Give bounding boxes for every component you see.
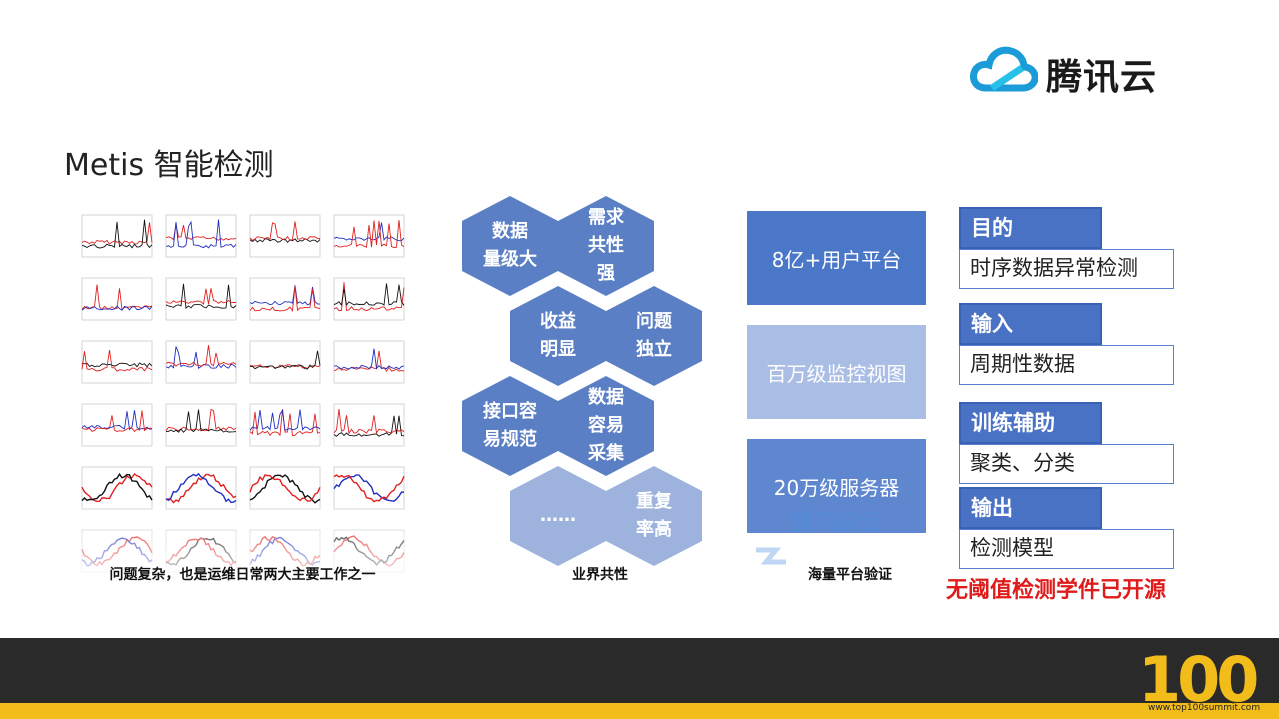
purpose-heading: 目的 xyxy=(959,207,1102,249)
hex-more: …… xyxy=(510,466,606,566)
hex-interface-standard: 接口容 易规范 xyxy=(462,376,558,476)
purpose-value: 时序数据异常检测 xyxy=(959,249,1174,289)
thumbnail-series-line xyxy=(333,283,405,307)
thumbnail-series-line xyxy=(165,283,237,310)
watermark-logo: 腾讯织云 xyxy=(752,500,892,570)
thumbnail-frame xyxy=(333,466,405,510)
input-heading: 输入 xyxy=(959,303,1102,345)
thumbnail-series-line xyxy=(165,219,237,249)
thumbnail-series-line xyxy=(249,474,321,504)
thumbnail-series-line xyxy=(81,410,153,431)
thumbnail-series-line xyxy=(333,415,405,437)
thumbnail-series-line xyxy=(333,219,405,248)
thumbnail-series-line xyxy=(333,474,405,503)
logo-text: 腾讯云 xyxy=(1046,57,1158,98)
hex-high-repetition: 重复 率高 xyxy=(606,466,702,566)
thumbnail-series-line xyxy=(249,350,321,370)
thumbnail-frame xyxy=(249,277,321,321)
tencent-cloud-logo: 腾讯云 xyxy=(970,40,1170,100)
thumbnail-frame xyxy=(249,466,321,510)
thumbnail-series-line xyxy=(81,305,153,311)
hex-clear-benefit: 收益 明显 xyxy=(510,286,606,386)
platform-views-box: 百万级监控视图 xyxy=(747,325,926,419)
thumbnail-series-line xyxy=(333,348,405,370)
platform-caption: 海量平台验证 xyxy=(808,567,892,583)
thumbnail-frame xyxy=(165,466,237,510)
thumbnail-series-line xyxy=(249,286,321,313)
thumbnail-frame xyxy=(249,214,321,258)
platform-servers-box: 20万级服务器 xyxy=(747,439,926,533)
thumbnail-frame xyxy=(249,403,321,447)
thumbnail-frame xyxy=(165,214,237,258)
input-value: 周期性数据 xyxy=(959,345,1174,385)
thumbnail-series-line xyxy=(165,472,237,504)
thumbnail-series-line xyxy=(333,474,405,502)
hex-caption: 业界共性 xyxy=(572,567,628,583)
chart-thumbnails xyxy=(70,214,415,590)
hex-common-need: 需求 共性 强 xyxy=(558,196,654,296)
thumbnail-frame xyxy=(81,403,153,447)
thumbnail-frame xyxy=(81,277,153,321)
thumbnail-series-line xyxy=(165,345,237,367)
thumbnail-series-line xyxy=(81,350,153,372)
training-value: 聚类、分类 xyxy=(959,444,1174,484)
thumbnail-series-line xyxy=(165,223,237,241)
thumbnail-series-line xyxy=(249,221,321,242)
thumbnail-series-line xyxy=(81,473,153,503)
thumbnail-series-line xyxy=(333,409,405,435)
footer-stripe xyxy=(0,703,1279,719)
top100-logo: 100 xyxy=(1138,643,1259,716)
thumbnail-series-line xyxy=(81,472,153,502)
hex-data-volume: 数据 量级大 xyxy=(462,196,558,296)
hex-easy-collection: 数据 容易 采集 xyxy=(558,376,654,476)
thumbnail-series-line xyxy=(81,362,153,368)
thumbnail-series-line xyxy=(249,238,321,243)
grid-caption: 问题复杂，也是运维日常两大主要工作之一 xyxy=(109,567,376,583)
thumbnail-series-line xyxy=(165,473,237,504)
watermark-text: 腾讯织云 xyxy=(792,510,880,536)
platform-users-box: 8亿+用户平台 xyxy=(747,211,926,305)
thumbnail-frame xyxy=(81,340,153,384)
thumbnail-series-line xyxy=(249,409,321,432)
hex-independent-issue: 问题 独立 xyxy=(606,286,702,386)
thumbnail-series-line xyxy=(81,410,153,433)
page-title: Metis 智能检测 xyxy=(64,148,274,183)
watermark-icon: 腾讯织云 xyxy=(756,510,880,565)
thumbnail-series-line xyxy=(81,219,153,249)
thumbnail-frame xyxy=(165,403,237,447)
open-source-note: 无阈值检测学件已开源 xyxy=(946,578,1167,603)
thumbnail-series-line xyxy=(249,285,321,306)
thumbnail-frame xyxy=(249,340,321,384)
output-heading: 输出 xyxy=(959,487,1102,529)
thumbnail-series-line xyxy=(81,222,153,245)
thumbnail-frame xyxy=(81,214,153,258)
thumbnail-series-line xyxy=(333,222,405,242)
cloud-icon xyxy=(970,46,1038,92)
footer-url: www.top100summit.com xyxy=(1148,703,1261,713)
thumbnail-frame xyxy=(165,340,237,384)
thumbnail-frame xyxy=(333,340,405,384)
thumbnail-series-line xyxy=(249,474,321,502)
thumbnail-series-line xyxy=(165,288,236,305)
thumbnail-frame xyxy=(165,277,237,321)
thumbnail-series-line xyxy=(249,408,321,437)
thumbnail-series-line xyxy=(166,409,237,433)
output-value: 检测模型 xyxy=(959,529,1174,569)
training-heading: 训练辅助 xyxy=(959,402,1102,444)
thumbnail-frame xyxy=(333,214,405,258)
chart-thumbnail-grid xyxy=(70,205,415,590)
